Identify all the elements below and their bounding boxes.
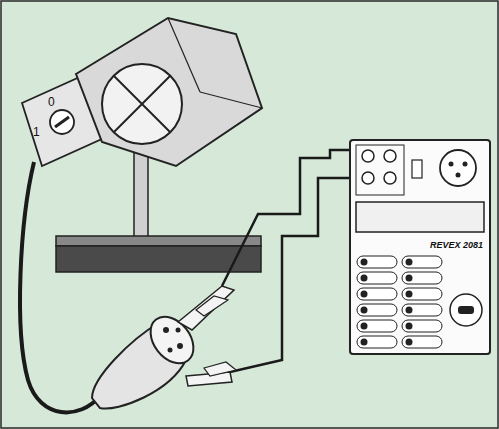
key-dot <box>361 291 368 298</box>
key-button <box>402 256 442 268</box>
test-lead <box>222 150 363 286</box>
key-dot <box>406 323 413 330</box>
xlr-socket <box>440 150 476 186</box>
alligator-jaw <box>196 296 228 316</box>
lamp-edge <box>200 92 262 108</box>
key-dot <box>406 291 413 298</box>
terminal-panel <box>356 145 404 195</box>
terminal <box>362 172 374 184</box>
test-lead <box>230 178 365 372</box>
alligator-jaw <box>204 362 236 376</box>
terminal <box>362 150 374 162</box>
key-button <box>402 272 442 284</box>
lamp-lens <box>102 64 182 144</box>
lamp-head <box>76 18 262 166</box>
switch-position: 1 <box>33 126 40 138</box>
key-dot <box>361 275 368 282</box>
key-dot <box>406 259 413 266</box>
lens-cross <box>114 76 170 132</box>
switch-knob <box>50 110 74 134</box>
socket-pin <box>463 162 468 167</box>
plug-pin <box>177 343 183 349</box>
switch-position: 0 <box>48 96 55 108</box>
key-button <box>402 320 442 332</box>
plug-pin <box>176 328 181 333</box>
key-button <box>357 320 397 332</box>
socket-pin <box>456 173 461 178</box>
key-dot <box>361 259 368 266</box>
alligator-clip <box>178 286 234 330</box>
lens-cross <box>114 76 170 132</box>
key-button <box>357 288 397 300</box>
key-button <box>402 336 442 348</box>
plug-pin <box>163 327 169 333</box>
nav-center <box>458 306 474 314</box>
display <box>356 202 484 232</box>
key-button <box>402 288 442 300</box>
key-dot <box>406 307 413 314</box>
key-dot <box>361 323 368 330</box>
key-button <box>357 256 397 268</box>
key-dot <box>406 339 413 346</box>
tester-housing <box>350 140 490 354</box>
key-button <box>357 272 397 284</box>
key-button <box>402 304 442 316</box>
terminal <box>384 150 396 162</box>
key-dot <box>406 275 413 282</box>
key-button <box>357 304 397 316</box>
power-switch <box>412 160 422 178</box>
plug-pin <box>168 348 173 353</box>
terminal <box>384 172 396 184</box>
socket-pin <box>449 162 454 167</box>
mains-cable <box>20 162 100 412</box>
keypad <box>357 256 442 348</box>
brand-label: REVEX 2081 <box>430 241 483 250</box>
nav-pad <box>450 294 482 326</box>
key-dot <box>361 339 368 346</box>
key-dot <box>361 307 368 314</box>
lamp-base-top <box>56 236 261 246</box>
key-button <box>357 336 397 348</box>
switch-slot <box>55 117 69 127</box>
